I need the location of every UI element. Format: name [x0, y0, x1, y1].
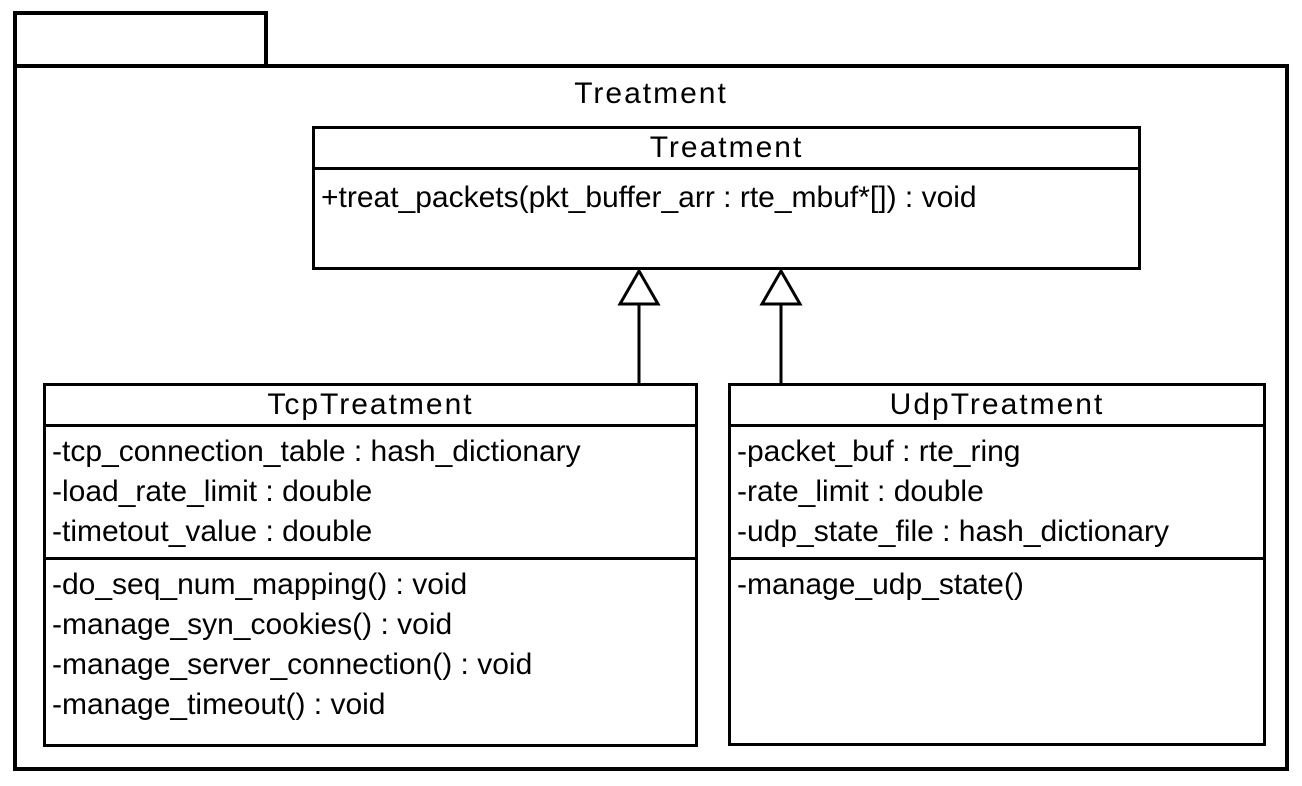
attribute-line: -load_rate_limit : double — [52, 475, 373, 508]
attribute-line: -rate_limit : double — [737, 475, 984, 508]
class-title-treatment: Treatment — [315, 129, 1138, 170]
method-line: -do_seq_num_mapping() : void — [52, 568, 468, 601]
package-name: Treatment — [574, 77, 728, 110]
method-line: -manage_timeout() : void — [52, 688, 386, 721]
attribute-line: -udp_state_file : hash_dictionary — [737, 515, 1169, 548]
class-box-tcp-treatment: TcpTreatment -tcp_connection_table : has… — [43, 383, 698, 747]
methods-compartment: +treat_packets(pkt_buffer_arr : rte_mbuf… — [315, 170, 1138, 267]
class-box-treatment: Treatment +treat_packets(pkt_buffer_arr … — [312, 126, 1141, 270]
method-line: -manage_server_connection() : void — [52, 648, 533, 681]
attributes-compartment: -tcp_connection_table : hash_dictionary … — [46, 427, 695, 560]
package-tab — [13, 11, 268, 68]
methods-compartment: -manage_udp_state() — [731, 560, 1263, 743]
method-line: +treat_packets(pkt_buffer_arr : rte_mbuf… — [321, 181, 977, 214]
class-title-udp-treatment: UdpTreatment — [731, 386, 1263, 427]
method-line: -manage_udp_state() — [737, 568, 1024, 601]
attribute-line: -packet_buf : rte_ring — [737, 435, 1021, 468]
method-line: -manage_syn_cookies() : void — [52, 608, 453, 641]
class-box-udp-treatment: UdpTreatment -packet_buf : rte_ring -rat… — [728, 383, 1266, 746]
methods-compartment: -do_seq_num_mapping() : void -manage_syn… — [46, 560, 695, 744]
attribute-line: -tcp_connection_table : hash_dictionary — [52, 435, 581, 468]
attribute-line: -timetout_value : double — [52, 515, 373, 548]
class-title-tcp-treatment: TcpTreatment — [46, 386, 695, 427]
attributes-compartment: -packet_buf : rte_ring -rate_limit : dou… — [731, 427, 1263, 560]
